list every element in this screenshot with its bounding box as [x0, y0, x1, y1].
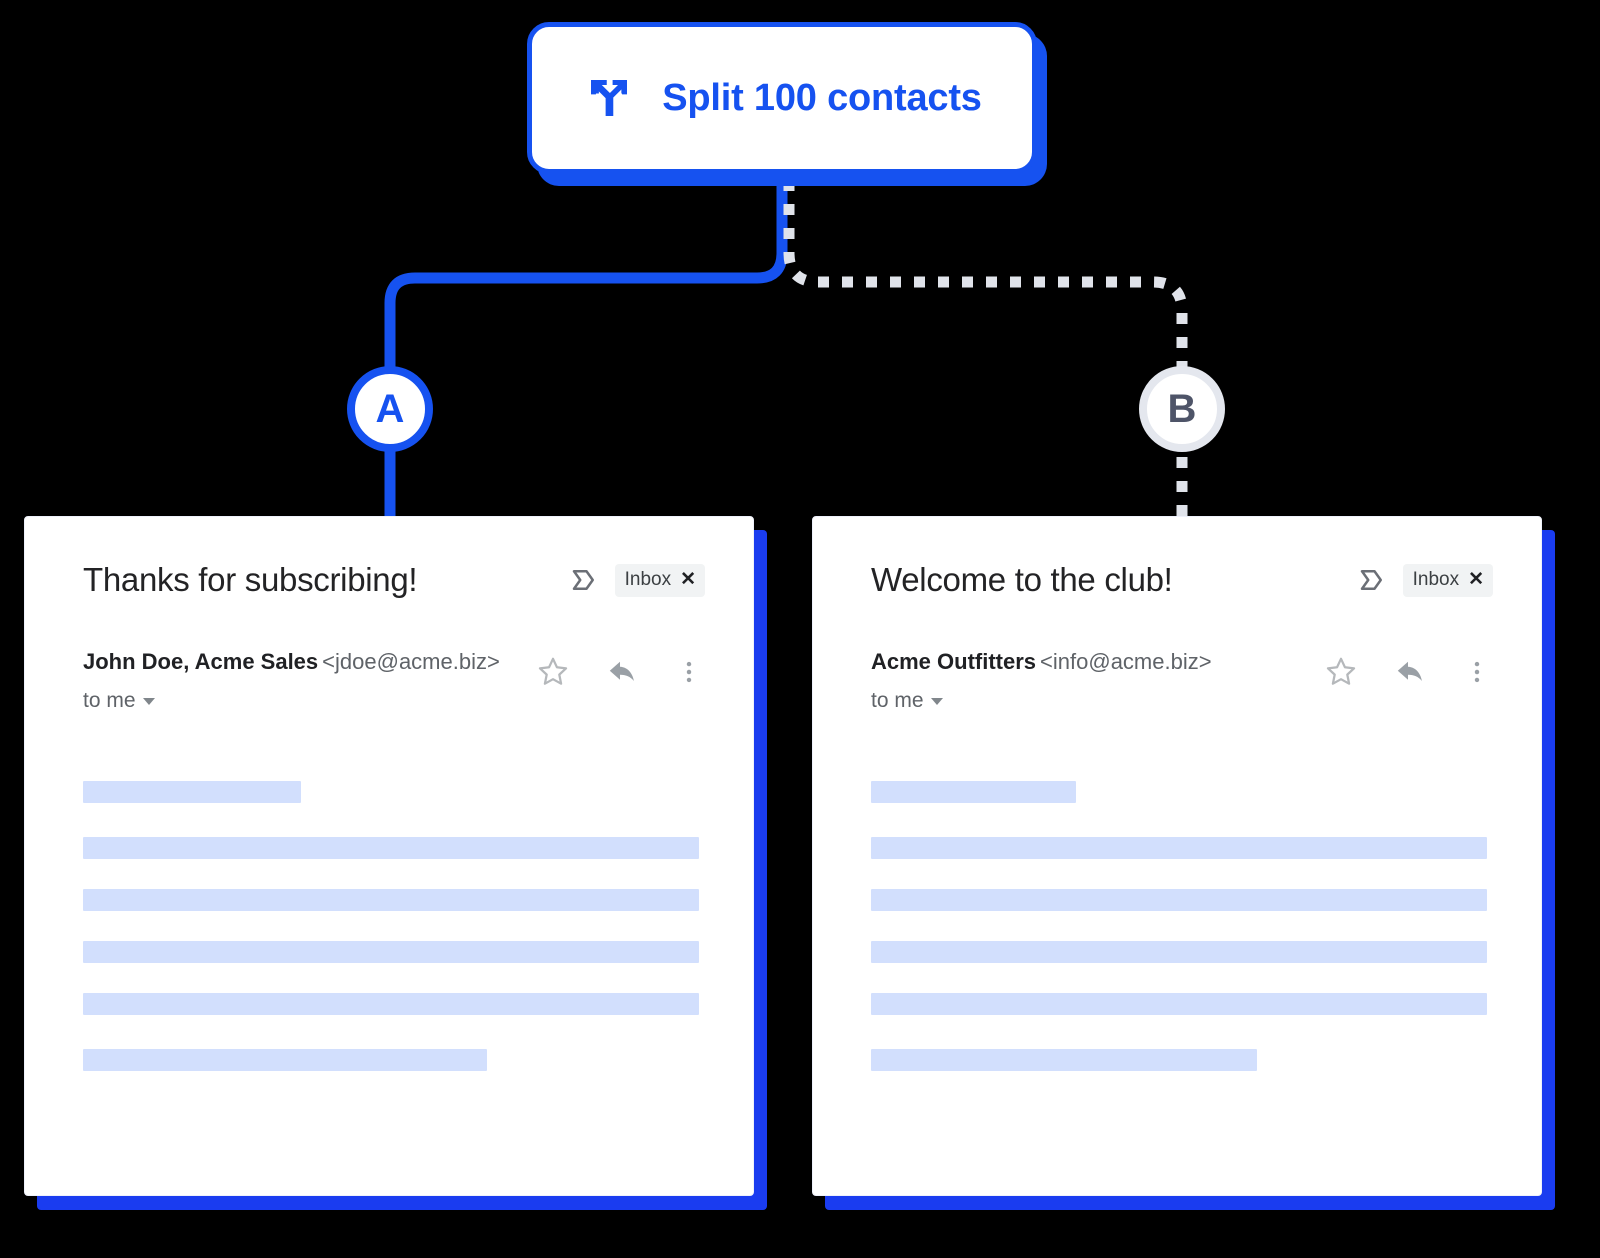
email-sender-address: <jdoe@acme.biz> — [322, 649, 500, 674]
body-bar — [83, 1049, 488, 1071]
close-icon[interactable]: ✕ — [680, 569, 696, 590]
reply-icon[interactable] — [1393, 654, 1429, 690]
email-sender-row: John Doe, Acme Sales<jdoe@acme.biz> to m… — [83, 651, 705, 713]
email-sender-address: <info@acme.biz> — [1040, 649, 1212, 674]
email-subject: Welcome to the club! — [871, 561, 1173, 598]
email-subject-row: Welcome to the club! Inbox ✕ — [871, 561, 1493, 599]
body-bar — [83, 889, 699, 911]
reply-icon[interactable] — [605, 654, 641, 690]
email-sender-block: John Doe, Acme Sales<jdoe@acme.biz> to m… — [83, 651, 500, 713]
email-recipient[interactable]: to me — [871, 689, 1212, 713]
email-sender-name: John Doe, Acme Sales — [83, 649, 319, 674]
body-bar — [83, 941, 699, 963]
split-node-label: Split 100 contacts — [662, 76, 982, 119]
connector-branch-b — [783, 180, 1188, 530]
split-node[interactable]: Split 100 contacts — [527, 22, 1037, 174]
email-recipient-label: to me — [83, 689, 136, 712]
email-sender: Acme Outfitters<info@acme.biz> — [871, 651, 1212, 673]
body-bar — [871, 781, 1077, 803]
close-icon[interactable]: ✕ — [1468, 569, 1484, 590]
email-recipient[interactable]: to me — [83, 689, 500, 713]
call-split-icon — [591, 80, 628, 116]
email-subject-row: Thanks for subscribing! Inbox ✕ — [83, 561, 705, 599]
email-card-b-content: Welcome to the club! Inbox ✕ Acme Outfit… — [813, 517, 1541, 1071]
email-sender-block: Acme Outfitters<info@acme.biz> to me — [871, 651, 1212, 713]
label-chip-text: Inbox — [1412, 568, 1460, 590]
branch-badge-b[interactable]: B — [1139, 366, 1225, 452]
body-bar — [83, 781, 301, 803]
email-actions — [535, 651, 705, 690]
email-recipient-label: to me — [871, 689, 924, 712]
body-bar — [871, 837, 1487, 859]
star-icon[interactable] — [535, 654, 571, 690]
email-card-b[interactable]: Welcome to the club! Inbox ✕ Acme Outfit… — [812, 516, 1542, 1196]
label-chip-inbox[interactable]: Inbox ✕ — [614, 563, 705, 597]
email-subject: Thanks for subscribing! — [83, 561, 418, 598]
branch-badge-a-label: A — [375, 386, 405, 431]
chevron-down-icon — [142, 697, 155, 705]
body-bar — [871, 889, 1487, 911]
body-bar — [83, 993, 699, 1015]
label-chip-inbox[interactable]: Inbox ✕ — [1402, 563, 1493, 597]
body-bar — [871, 993, 1487, 1015]
important-marker-icon[interactable] — [1357, 565, 1387, 595]
email-card-a-content: Thanks for subscribing! Inbox ✕ John Doe… — [25, 517, 753, 1071]
email-subject-meta: Inbox ✕ — [569, 563, 705, 597]
body-bar — [83, 837, 699, 859]
label-chip-text: Inbox — [624, 568, 672, 590]
star-icon[interactable] — [1323, 654, 1359, 690]
email-body-placeholder — [871, 781, 1493, 1071]
branch-badge-b-label: B — [1167, 386, 1197, 431]
email-card-a[interactable]: Thanks for subscribing! Inbox ✕ John Doe… — [24, 516, 754, 1196]
email-actions — [1323, 651, 1493, 690]
chevron-down-icon — [930, 697, 943, 705]
body-bar — [871, 1049, 1257, 1071]
body-bar — [871, 941, 1487, 963]
connector-branch-a — [384, 174, 788, 530]
email-body-placeholder — [83, 781, 705, 1071]
more-options-icon[interactable] — [675, 654, 703, 690]
important-marker-icon[interactable] — [569, 565, 599, 595]
email-sender: John Doe, Acme Sales<jdoe@acme.biz> — [83, 651, 500, 673]
email-subject-meta: Inbox ✕ — [1357, 563, 1493, 597]
email-sender-name: Acme Outfitters — [871, 649, 1037, 674]
more-options-icon[interactable] — [1463, 654, 1491, 690]
branch-badge-a[interactable]: A — [347, 366, 433, 452]
email-sender-row: Acme Outfitters<info@acme.biz> to me — [871, 651, 1493, 713]
